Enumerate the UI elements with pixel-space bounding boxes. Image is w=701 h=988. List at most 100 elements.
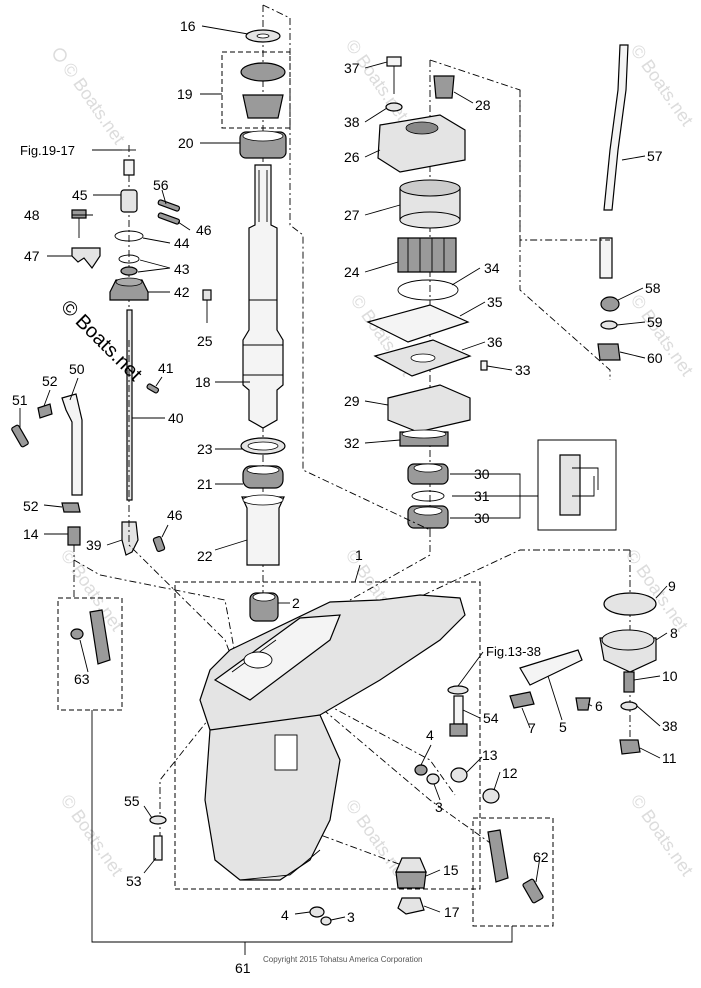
nut-11[interactable]	[619, 739, 641, 755]
label-43[interactable]: 43	[174, 261, 190, 277]
plug-12[interactable]	[482, 788, 500, 804]
label-57[interactable]: 57	[647, 148, 663, 164]
screw-48[interactable]	[71, 209, 87, 219]
o-ring-44[interactable]	[114, 230, 144, 242]
grommet-58[interactable]	[600, 296, 620, 312]
pump-case-26[interactable]	[377, 114, 466, 173]
washer-38-lower[interactable]	[620, 701, 638, 711]
label-19[interactable]: 19	[177, 86, 193, 102]
label-9[interactable]: 9	[668, 578, 676, 594]
washer-4[interactable]	[414, 764, 428, 776]
pin-41[interactable]	[146, 383, 160, 394]
label-45[interactable]: 45	[72, 187, 88, 203]
clamp-52-lower[interactable]	[61, 502, 81, 513]
cap-9[interactable]	[603, 592, 657, 616]
gasket-plate-35[interactable]	[366, 304, 470, 343]
bolt-37[interactable]	[386, 56, 402, 67]
label-1[interactable]: 1	[355, 547, 363, 563]
label-21[interactable]: 21	[197, 476, 213, 492]
label-55[interactable]: 55	[124, 793, 140, 809]
label-58[interactable]: 58	[645, 280, 661, 296]
label-2[interactable]: 2	[292, 595, 300, 611]
label-15[interactable]: 15	[443, 862, 459, 878]
screw-62[interactable]	[522, 878, 544, 904]
label-34[interactable]: 34	[484, 260, 500, 276]
label-29[interactable]: 29	[344, 393, 360, 409]
label-28[interactable]: 28	[475, 97, 491, 113]
label-35[interactable]: 35	[487, 294, 503, 310]
pump-base-29[interactable]	[387, 384, 471, 433]
nut-17[interactable]	[397, 897, 425, 915]
label-37[interactable]: 37	[344, 60, 360, 76]
label-61[interactable]: 61	[235, 960, 251, 976]
label-60[interactable]: 60	[647, 350, 663, 366]
shift-rod-joint-45[interactable]	[120, 189, 138, 213]
label-32[interactable]: 32	[344, 435, 360, 451]
washer-38[interactable]	[385, 102, 403, 112]
clamp-52[interactable]	[37, 403, 53, 419]
label-14[interactable]: 14	[23, 526, 39, 542]
water-tube-57-lower[interactable]	[599, 237, 613, 279]
screw-63[interactable]	[70, 628, 84, 640]
label-11[interactable]: 11	[662, 750, 677, 766]
drive-shaft-18[interactable]	[242, 164, 284, 429]
label-3-lower[interactable]: 3	[347, 909, 355, 925]
bolt-10[interactable]	[623, 671, 635, 693]
pin-56[interactable]	[157, 199, 181, 212]
screw-6[interactable]	[575, 697, 591, 711]
label-44[interactable]: 44	[174, 235, 190, 251]
reference-fig-13-38[interactable]: Fig.13-38	[486, 644, 541, 659]
label-38-lower[interactable]: 38	[662, 718, 678, 734]
label-52-lower[interactable]: 52	[23, 498, 39, 514]
label-5[interactable]: 5	[559, 719, 567, 735]
washer-13[interactable]	[450, 767, 468, 783]
sleeve-22[interactable]	[241, 496, 285, 566]
label-51[interactable]: 51	[12, 392, 28, 408]
label-30[interactable]: 30	[474, 466, 490, 482]
label-46[interactable]: 46	[196, 222, 212, 238]
label-53[interactable]: 53	[126, 873, 142, 889]
label-50[interactable]: 50	[69, 361, 85, 377]
pin-46[interactable]	[157, 212, 181, 225]
label-31[interactable]: 31	[474, 488, 490, 504]
bolt-54-head[interactable]	[449, 723, 468, 737]
label-7[interactable]: 7	[528, 720, 536, 736]
label-47[interactable]: 47	[24, 248, 40, 264]
label-42[interactable]: 42	[174, 284, 190, 300]
hose-50[interactable]	[61, 393, 83, 496]
shift-rod-40[interactable]	[126, 309, 133, 501]
label-16[interactable]: 16	[180, 18, 196, 34]
pin-33[interactable]	[480, 360, 488, 371]
label-62[interactable]: 62	[533, 849, 549, 865]
label-18[interactable]: 18	[195, 374, 211, 390]
bearing-cone-19[interactable]	[242, 94, 284, 119]
label-22[interactable]: 22	[197, 548, 213, 564]
washer-54[interactable]	[447, 685, 469, 695]
label-38[interactable]: 38	[344, 114, 360, 130]
screw-3[interactable]	[426, 773, 440, 785]
pin-51[interactable]	[11, 424, 29, 448]
pinion-gear-15[interactable]	[395, 871, 427, 889]
grease-nipple-14[interactable]	[67, 526, 81, 546]
water-tube-57[interactable]	[603, 44, 629, 211]
label-41[interactable]: 41	[158, 360, 174, 376]
label-10[interactable]: 10	[662, 668, 678, 684]
label-39[interactable]: 39	[86, 537, 102, 553]
label-48[interactable]: 48	[24, 207, 40, 223]
label-20[interactable]: 20	[178, 135, 194, 151]
label-33[interactable]: 33	[515, 362, 531, 378]
shift-cam-39[interactable]	[121, 521, 139, 556]
washer-59[interactable]	[600, 320, 618, 330]
side-plate-62[interactable]	[487, 829, 509, 883]
gearcase-lower-1[interactable]	[204, 714, 341, 881]
label-12[interactable]: 12	[502, 765, 518, 781]
label-13[interactable]: 13	[482, 747, 498, 763]
grommet-28[interactable]	[433, 75, 455, 99]
label-40[interactable]: 40	[168, 410, 184, 426]
label-52[interactable]: 52	[42, 373, 58, 389]
label-27[interactable]: 27	[344, 207, 360, 223]
label-23[interactable]: 23	[197, 441, 213, 457]
o-ring-43-b[interactable]	[120, 266, 138, 276]
side-plate-63[interactable]	[89, 609, 111, 665]
label-4[interactable]: 4	[426, 727, 434, 743]
